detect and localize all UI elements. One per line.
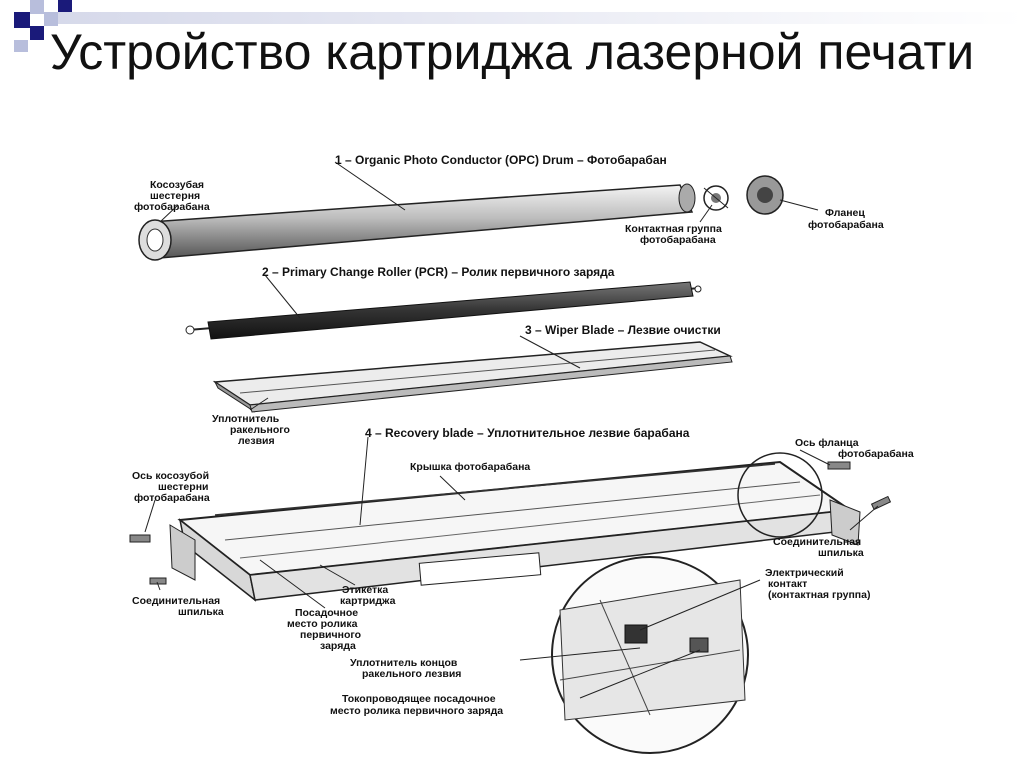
corner-square-decoration [30, 0, 44, 14]
callout-gear-l1: Косозубая [150, 179, 204, 191]
corner-square-decoration [30, 26, 44, 40]
pin-right-top [827, 461, 851, 470]
label-pcr-roller: 2 – Primary Change Roller (PCR) – Ролик … [262, 265, 615, 279]
pin-right-mid [870, 495, 892, 511]
wiper-blade [212, 341, 733, 413]
callout-contact-group-l2: фотобарабана [640, 234, 716, 246]
opc-drum [138, 175, 784, 261]
page-title: Устройство картриджа лазерной печати [49, 24, 975, 80]
callout-conductive-seat-l2: место ролика первичного заряда [330, 705, 503, 717]
label-recovery-blade: 4 – Recovery blade – Уплотнительное лезв… [365, 426, 690, 440]
callout-gear-axis-l2: шестерни [158, 481, 209, 493]
contact-group-part [703, 185, 729, 211]
flange-part [746, 175, 784, 215]
corner-square-decoration [14, 40, 28, 52]
callout-electric-contact-l3: (контактная группа) [768, 589, 870, 601]
callout-blade-seal-l2: ракельного [230, 424, 290, 436]
callout-electric-contact-l2: контакт [768, 578, 807, 590]
callout-conductive-seat-l1: Токопроводящее посадочное [342, 693, 496, 705]
callout-blade-seal-l1: Уплотнитель [212, 413, 280, 425]
callout-pcr-seat-l4: заряда [320, 640, 356, 652]
callout-gear-l3: фотобарабана [134, 201, 210, 213]
callout-blade-end-seal-l1: Уплотнитель концов [350, 657, 458, 669]
callout-flange-l1: Фланец [825, 207, 865, 219]
callout-gear-axis-l3: фотобарабана [134, 492, 210, 504]
callout-pin-right-l1: Соединительная [773, 536, 861, 548]
callout-gear-axis-l1: Ось косозубой [132, 470, 209, 482]
callout-pcr-seat-l1: Посадочное [295, 607, 358, 619]
callout-electric-contact-l1: Электрический [765, 567, 844, 579]
pcr-roller [185, 281, 702, 340]
detail-magnifier-top [737, 452, 823, 538]
callout-cartridge-label-l2: картриджа [340, 595, 396, 607]
callout-gear-l2: шестерня [150, 190, 200, 202]
callout-contact-group-l1: Контактная группа [625, 223, 722, 235]
callout-blade-seal-l3: лезвия [238, 435, 275, 447]
callout-pin-left-l1: Соединительная [132, 595, 220, 607]
label-opc-drum: 1 – Organic Photo Conductor (OPC) Drum –… [335, 153, 667, 167]
callout-flange-l2: фотобарабана [808, 219, 884, 231]
callout-drum-cover: Крышка фотобарабана [410, 461, 530, 473]
corner-square-decoration [44, 12, 58, 26]
callout-pcr-seat-l2: место ролика [287, 618, 358, 630]
callout-pin-right-l2: шпилька [818, 547, 864, 559]
pin-left-top [129, 534, 151, 543]
leader-lines [144, 161, 879, 699]
cartridge-label-plate [418, 552, 542, 586]
callout-blade-end-seal-l2: ракельного лезвия [362, 668, 461, 680]
cartridge-housing [169, 452, 861, 754]
callout-flange-axis-l1: Ось фланца [795, 437, 859, 449]
callout-flange-axis-l2: фотобарабана [838, 448, 914, 460]
corner-square-decoration [14, 12, 30, 28]
pin-left-bottom [149, 577, 167, 585]
callout-pcr-seat-l3: первичного [300, 629, 361, 641]
header-bar [58, 12, 1024, 24]
callout-cartridge-label-l1: Этикетка [342, 584, 388, 596]
callout-pin-left-l2: шпилька [178, 606, 224, 618]
corner-square-decoration [58, 0, 72, 12]
label-wiper-blade: 3 – Wiper Blade – Лезвие очистки [525, 323, 721, 337]
